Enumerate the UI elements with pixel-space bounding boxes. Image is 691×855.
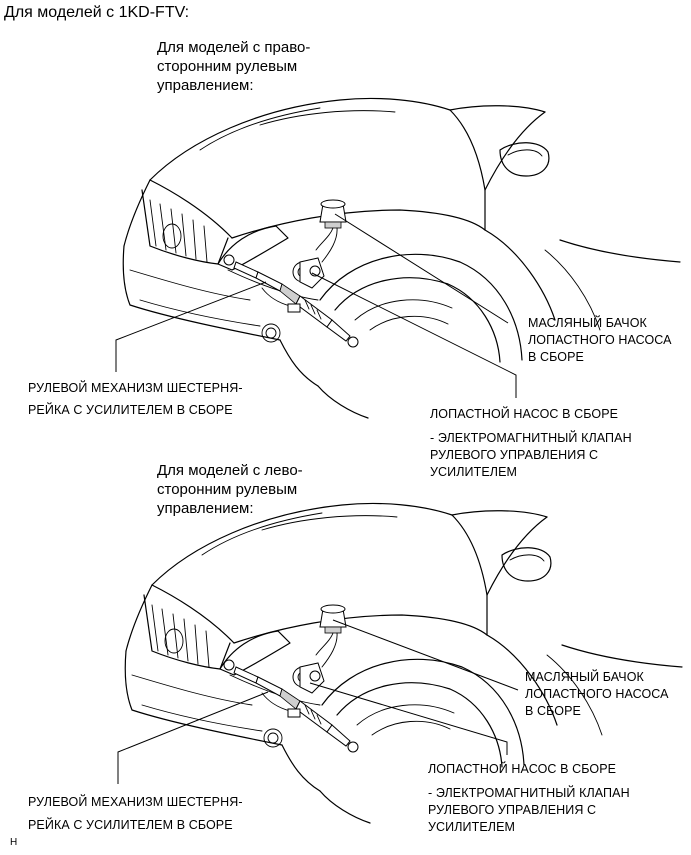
figure-1-valve-label: - ЭЛЕКТРОМАГНИТНЫЙ КЛАПАН РУЛЕВОГО УПРАВ… <box>430 431 632 479</box>
figure-1-rack-label-line1: РУЛЕВОЙ МЕХАНИЗМ ШЕСТЕРНЯ- <box>28 381 243 395</box>
figure-2-rack-label-line2: РЕЙКА С УСИЛИТЕЛЕМ В СБОРЕ <box>28 818 233 832</box>
figure-2-pump-label: ЛОПАСТНОЙ НАСОС В СБОРЕ <box>428 762 617 776</box>
figure-2-rack-label-line1: РУЛЕВОЙ МЕХАНИЗМ ШЕСТЕРНЯ- <box>28 795 243 809</box>
figure-1-rack-label-line2: РЕЙКА С УСИЛИТЕЛЕМ В СБОРЕ <box>28 403 233 417</box>
figure-1-pump-label: ЛОПАСТНОЙ НАСОС В СБОРЕ <box>430 407 619 421</box>
figure-2-reservoir-label: МАСЛЯНЫЙ БАЧОК ЛОПАСТНОГО НАСОСА В СБОРЕ <box>525 670 669 718</box>
figure-1-reservoir-label: МАСЛЯНЫЙ БАЧОК ЛОПАСТНОГО НАСОСА В СБОРЕ <box>528 316 672 364</box>
page-title: Для моделей с 1KD-FTV: <box>4 4 190 21</box>
figure-1-subtitle: Для моделей с право- сторонним рулевым у… <box>157 39 311 94</box>
figure-code-mark: H <box>10 837 18 848</box>
figure-2-valve-label: - ЭЛЕКТРОМАГНИТНЫЙ КЛАПАН РУЛЕВОГО УПРАВ… <box>428 786 630 834</box>
figure-2-subtitle: Для моделей с лево- сторонним рулевым уп… <box>157 462 303 517</box>
